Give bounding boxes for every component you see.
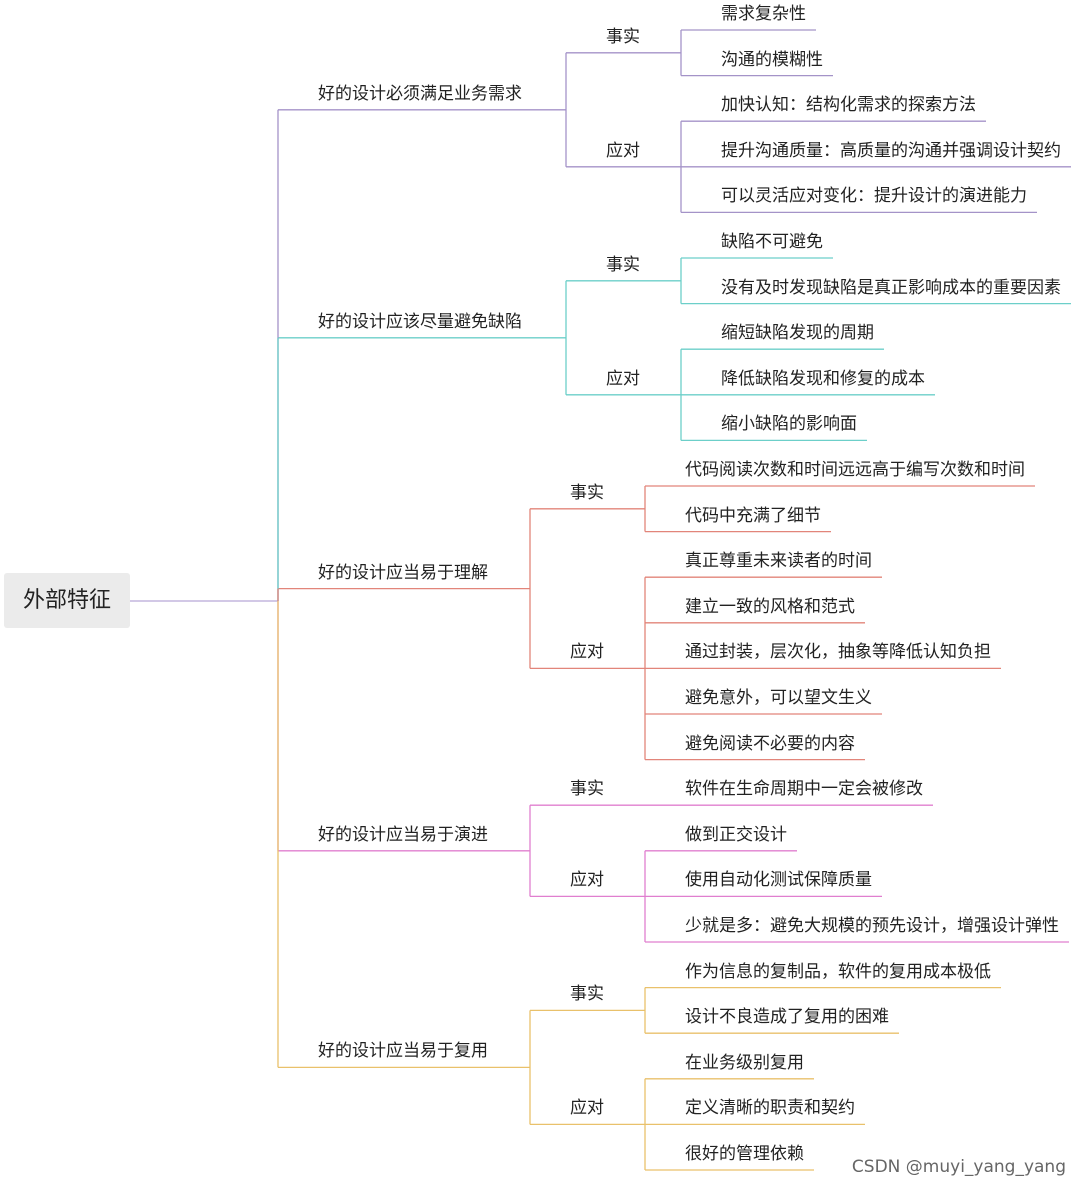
branch-label[interactable]: 好的设计必须满足业务需求 [318,83,522,104]
branch-label[interactable]: 好的设计应当易于理解 [318,562,488,583]
leaf-node[interactable]: 通过封装，层次化，抽象等降低认知负担 [685,642,991,663]
leaf-node[interactable]: 作为信息的复制品，软件的复用成本极低 [685,961,991,982]
leaf-node[interactable]: 代码阅读次数和时间远远高于编写次数和时间 [685,460,1025,480]
leaf-node[interactable]: 需求复杂性 [721,4,806,24]
branch-label[interactable]: 好的设计应当易于复用 [318,1041,488,1062]
leaf-node[interactable]: 少就是多：避免大规模的预先设计，增强设计弹性 [685,916,1059,936]
leaf-node[interactable]: 缩小缺陷的影响面 [721,414,857,435]
group-label[interactable]: 事实 [570,984,604,1005]
leaf-node[interactable]: 沟通的模糊性 [721,49,823,70]
leaf-node[interactable]: 软件在生命周期中一定会被修改 [685,779,923,800]
group-label[interactable]: 应对 [570,1098,604,1119]
leaf-node[interactable]: 加快认知：结构化需求的探索方法 [721,95,976,116]
group-label[interactable]: 事实 [570,779,604,800]
leaf-node[interactable]: 避免阅读不必要的内容 [685,733,855,754]
leaf-node[interactable]: 在业务级别复用 [685,1052,804,1073]
leaf-node[interactable]: 代码中充满了细节 [685,505,821,526]
leaf-node[interactable]: 避免意外，可以望文生义 [685,688,872,708]
group-label[interactable]: 应对 [570,870,604,891]
group-label[interactable]: 应对 [606,140,640,161]
leaf-node[interactable]: 没有及时发现缺陷是真正影响成本的重要因素 [721,277,1061,298]
leaf-node[interactable]: 可以灵活应对变化：提升设计的演进能力 [721,186,1027,207]
group-label[interactable]: 应对 [606,368,640,389]
leaf-node[interactable]: 提升沟通质量：高质量的沟通并强调设计契约 [721,140,1061,161]
group-label[interactable]: 应对 [570,642,604,663]
leaf-node[interactable]: 缺陷不可避免 [721,232,823,252]
leaf-node[interactable]: 使用自动化测试保障质量 [685,870,872,891]
root-node[interactable]: 外部特征 [4,573,130,628]
leaf-node[interactable]: 缩短缺陷发现的周期 [721,323,874,344]
leaf-node[interactable]: 定义清晰的职责和契约 [685,1098,855,1119]
leaf-node[interactable]: 很好的管理依赖 [685,1144,804,1164]
leaf-node[interactable]: 做到正交设计 [685,824,787,845]
group-label[interactable]: 事实 [606,26,640,47]
watermark: CSDN @muyi_yang_yang [851,1157,1066,1177]
leaf-node[interactable]: 建立一致的风格和范式 [685,596,855,617]
branch-label[interactable]: 好的设计应当易于演进 [318,824,488,845]
leaf-node[interactable]: 降低缺陷发现和修复的成本 [721,368,925,389]
leaf-node[interactable]: 真正尊重未来读者的时间 [685,551,872,572]
group-label[interactable]: 事实 [570,482,604,503]
branch-label[interactable]: 好的设计应该尽量避免缺陷 [318,311,522,332]
group-label[interactable]: 事实 [606,254,640,275]
leaf-node[interactable]: 设计不良造成了复用的困难 [685,1007,889,1028]
